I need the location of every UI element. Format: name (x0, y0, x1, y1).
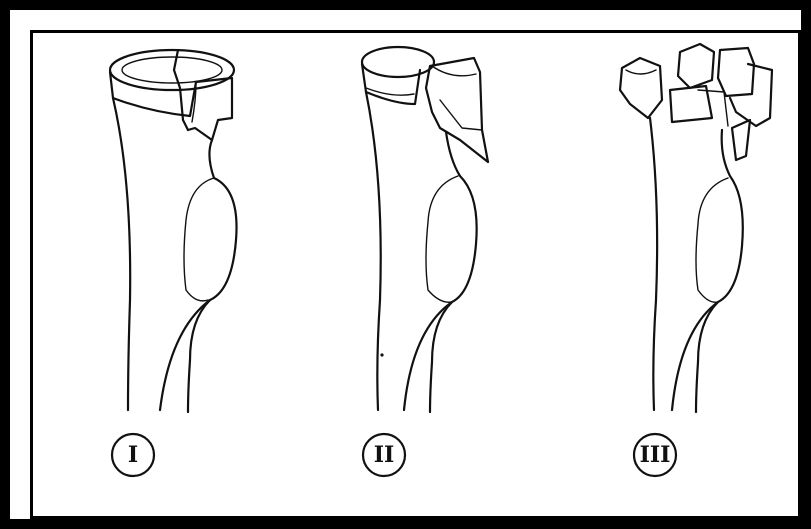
fragment-top-2 (432, 66, 476, 76)
shaft-inner-2 (404, 302, 452, 410)
bone-panel-2: II (362, 47, 488, 476)
shaft-left-2 (366, 92, 381, 410)
shaft-left-3 (650, 118, 657, 410)
tubercle-2 (426, 176, 458, 302)
fragment-3a (620, 58, 662, 118)
tubercle-3 (696, 178, 728, 302)
speck-2 (380, 353, 383, 356)
shaft-right-2 (430, 132, 477, 412)
bone-panel-3: III (620, 44, 772, 476)
fragment-3f (732, 120, 750, 160)
fragment-3d (718, 48, 754, 96)
fragment-3b (678, 44, 714, 88)
tubercle-1 (184, 178, 214, 301)
articular-surface-1 (110, 50, 234, 90)
shaft-left-1 (113, 98, 130, 410)
label-text-2: II (374, 442, 395, 468)
fragment-3c (670, 86, 712, 122)
label-text-1: I (128, 442, 138, 468)
shaft-right-3 (696, 130, 743, 412)
label-text-3: III (640, 442, 671, 468)
bone-panel-1: I (110, 50, 237, 476)
articular-rim-1 (122, 57, 222, 83)
shaft-inner-3 (672, 302, 718, 410)
fragment-face-2 (440, 100, 482, 130)
fragment-3-crack (698, 90, 728, 126)
fragment-3a-top (626, 70, 656, 74)
displaced-fragment-2 (426, 58, 488, 162)
articular-surface-2 (362, 47, 434, 77)
shaft-right-1 (188, 140, 237, 412)
shaft-inner-1 (160, 300, 210, 410)
bone-cap-2 (362, 64, 420, 104)
